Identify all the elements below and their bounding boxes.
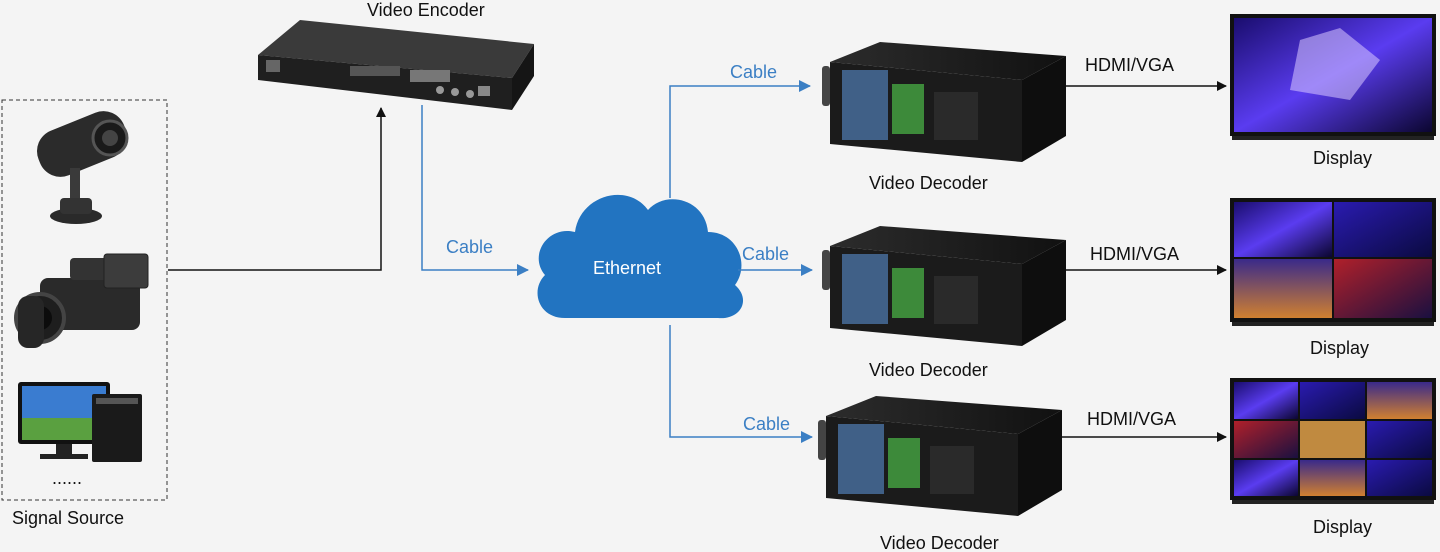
cable-label-decoder-2: Cable <box>742 244 789 264</box>
source-to-encoder-line <box>168 107 386 271</box>
ethernet-cloud-icon <box>537 194 744 319</box>
cable-label-encoder: Cable <box>446 237 493 257</box>
video-decoder-chassis-1 <box>822 42 1066 162</box>
display-3-label: Display <box>1313 517 1372 537</box>
display-2-screen <box>1230 198 1436 326</box>
video-decoder-chassis-2 <box>822 226 1066 346</box>
decoder-2-output-label: HDMI/VGA <box>1090 244 1179 264</box>
signal-source-frame <box>1 99 168 501</box>
display-3-screen <box>1230 378 1436 504</box>
decoder-1-output-label: HDMI/VGA <box>1085 55 1174 75</box>
video-decoder-chassis-3 <box>818 396 1062 516</box>
security-camera-icon <box>36 111 129 224</box>
encoder-to-ethernet-line <box>421 105 529 276</box>
camcorder-icon <box>14 253 149 348</box>
cable-label-decoder-3: Cable <box>743 414 790 434</box>
signal-source-label: Signal Source <box>12 508 124 528</box>
ethernet-label: Ethernet <box>593 258 661 278</box>
desktop-computer-icon <box>18 382 142 462</box>
ethernet-to-decoder-1-line <box>669 80 811 198</box>
decoder-3-label: Video Decoder <box>880 533 999 552</box>
display-1-screen <box>1230 14 1436 140</box>
video-encoder-device <box>258 20 534 110</box>
decoder-3-output-label: HDMI/VGA <box>1087 409 1176 429</box>
decoder-1-label: Video Decoder <box>869 173 988 193</box>
display-2-label: Display <box>1310 338 1369 358</box>
decoder-2-label: Video Decoder <box>869 360 988 380</box>
display-1-label: Display <box>1313 148 1372 168</box>
encoder-label: Video Encoder <box>367 0 485 20</box>
cable-label-decoder-1: Cable <box>730 62 777 82</box>
ethernet-to-decoder-3-line <box>669 325 813 443</box>
more-sources-ellipsis: ...... <box>52 468 82 488</box>
